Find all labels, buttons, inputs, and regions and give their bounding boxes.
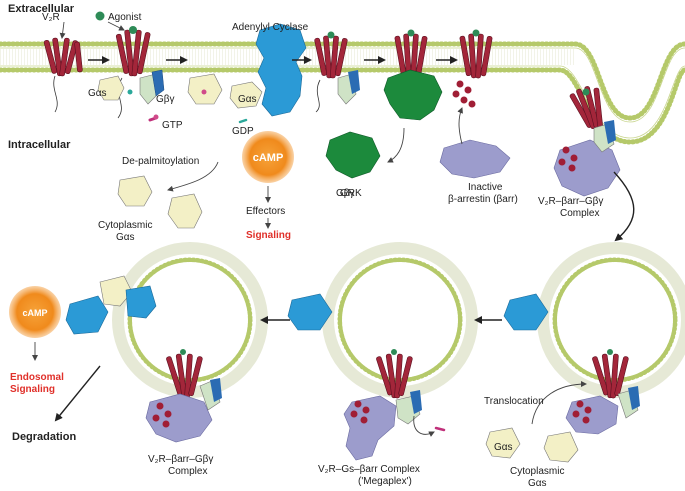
adenylyl-cyclase-label: Adenylyl Cyclase xyxy=(232,22,309,33)
camp-circle-2 xyxy=(9,286,61,338)
gas-label-2: Gαs xyxy=(238,94,257,105)
receptor-4 xyxy=(394,33,428,79)
grk-at-receptor xyxy=(383,69,443,121)
gas-protein-2 xyxy=(187,73,223,105)
grk-free xyxy=(325,131,381,179)
receptor-endosome-3 xyxy=(592,353,629,399)
gby-label-2: Gβγ xyxy=(336,188,355,199)
translocation-label: Translocation xyxy=(484,396,544,407)
megaplex-arrestin xyxy=(343,395,397,461)
complex-2-line1: V₂R–βarr–Gβγ xyxy=(148,454,213,465)
extracellular-label: Extracellular xyxy=(8,3,75,15)
receptor-1-tail xyxy=(53,75,58,113)
megaplex-line1: V₂R–Gs–βarr Complex xyxy=(318,464,420,475)
cytoplasmic-gas-1 xyxy=(117,175,153,207)
agonist-bound-1 xyxy=(129,26,137,34)
gby-label-1: Gβγ xyxy=(156,94,175,105)
cytoplasmic-gas-2 xyxy=(167,193,203,229)
receptor-6 xyxy=(569,86,603,129)
megaplex-line2: ('Megaplex') xyxy=(358,476,412,487)
receptor-3 xyxy=(314,35,348,79)
camp-label-2: cAMP xyxy=(22,308,47,318)
receptor-5 xyxy=(459,33,493,79)
adenylyl-cyclase-2 xyxy=(65,295,109,335)
agonist-icon xyxy=(95,11,105,21)
grk-label: GRK xyxy=(340,188,362,199)
cytoplasmic-gas-2-line1: Cytoplasmic xyxy=(510,466,564,477)
cytoplasmic-gas-label-line1: Cytoplasmic xyxy=(98,220,152,231)
camp-circle-1 xyxy=(242,131,294,183)
gas-label-1: Gαs xyxy=(88,88,107,99)
endosomal-signaling-line1: Endosomal xyxy=(10,372,64,383)
complex-1-line1: V₂R–βarr–Gβγ xyxy=(538,196,603,207)
gas-label-3: Gαs xyxy=(494,442,513,453)
gdp-label: GDP xyxy=(232,126,254,137)
receptor-2 xyxy=(115,29,151,77)
inactive-arrestin-line1: Inactive xyxy=(468,182,503,193)
cytoplasmic-gas-4 xyxy=(543,431,579,463)
effectors-label: Effectors xyxy=(246,206,285,217)
receptor-endosome-2 xyxy=(376,353,413,399)
endosomal-signaling-line2: Signaling xyxy=(10,384,55,395)
cytoplasmic-gas-2-line2: Gαs xyxy=(528,478,547,489)
gdp-molecule xyxy=(238,118,248,124)
depalmitoylation-label: De-palmitoylation xyxy=(122,156,199,167)
receptor-1 xyxy=(43,37,83,77)
signaling-label: Signaling xyxy=(246,230,291,241)
cytoplasmic-gas-label-line2: Gαs xyxy=(116,232,135,243)
flow-arrows xyxy=(54,56,635,422)
phospho-sites-1 xyxy=(452,80,476,108)
intracellular-label: Intracellular xyxy=(8,139,71,151)
gtp-label: GTP xyxy=(162,120,183,131)
complex-1-line2: Complex xyxy=(560,208,599,219)
thin-arrows xyxy=(32,21,587,437)
complex-2-line2: Complex xyxy=(168,466,207,477)
receptor-endosome-1 xyxy=(166,353,203,399)
inactive-arrestin-line2: β-arrestin (βarr) xyxy=(448,194,518,205)
agonist-label: Agonist xyxy=(108,12,142,23)
plasma-membrane xyxy=(0,41,685,145)
cytoplasmic-gas-3 xyxy=(485,427,521,459)
degradation-label: Degradation xyxy=(12,431,76,443)
gas-on-ac xyxy=(229,81,263,109)
inactive-arrestin xyxy=(439,139,511,179)
camp-label-1: cAMP xyxy=(253,152,284,164)
receptor-label: V₂R xyxy=(42,12,60,23)
adenylyl-cyclase-3 xyxy=(287,293,333,331)
adenylyl-cyclase-1 xyxy=(255,23,307,117)
gas-protein-1 xyxy=(97,75,125,101)
adenylyl-cyclase-4 xyxy=(503,293,549,331)
